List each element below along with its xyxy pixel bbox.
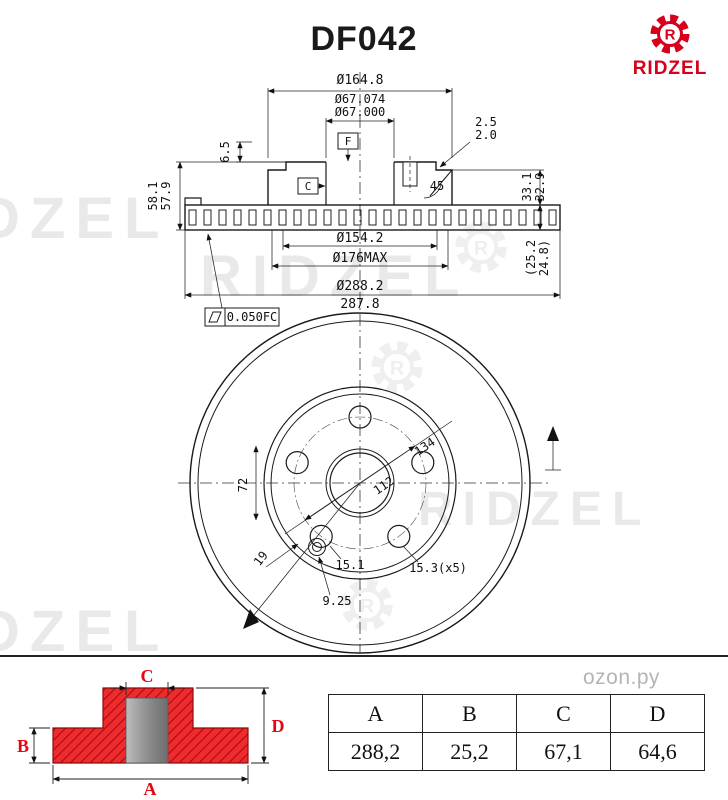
- ozon-watermark: ozon.ру: [583, 666, 660, 689]
- section-braking-band: [184, 204, 561, 231]
- dim-134: 134: [412, 435, 438, 459]
- dim-height-max: 58.1: [146, 182, 160, 211]
- dim-72: 72: [236, 478, 250, 492]
- dim-bolt-hole-15-3: 15.3(x5): [409, 561, 467, 575]
- schematic-dim-lines: [29, 682, 269, 784]
- section-dim-lines: [176, 88, 561, 309]
- logo-letter: R: [665, 27, 676, 44]
- dim-height-min: 57.9: [159, 182, 173, 211]
- section-view: [184, 156, 561, 231]
- spec-col-a-header: A: [328, 694, 423, 733]
- spec-value-b: 25,2: [422, 732, 517, 771]
- dim-outer-dia-min: 287.8: [340, 297, 379, 312]
- flatness-symbol-icon: [208, 311, 222, 323]
- dim-pin-hole-9-25: 9.25: [323, 594, 352, 608]
- spec-value-a: 288,2: [328, 732, 423, 771]
- flatness-tolerance: 0.050FC: [227, 310, 278, 324]
- part-number-title: DF042: [310, 20, 418, 58]
- dim-pad-step-min: 2.0: [475, 128, 497, 142]
- schematic-label-d: D: [272, 716, 285, 736]
- flatness-frame: [204, 307, 280, 327]
- rotation-arrow: [243, 609, 259, 629]
- spec-table: A B C D 288,2 25,2 67,1 64,6: [328, 694, 705, 771]
- dim-chamfer-angle: 45: [430, 179, 444, 193]
- schematic-label-a: A: [144, 779, 157, 796]
- spec-value-c: 67,1: [516, 732, 611, 771]
- spec-col-d-header: D: [610, 694, 705, 733]
- dim-flange-thickness: 6.5: [218, 141, 232, 163]
- dim-bore-min: Ø67.000: [335, 105, 386, 119]
- direction-arrow-up: [547, 426, 559, 441]
- dim-thickness-min: 24.8): [537, 240, 551, 276]
- disc-outer-circle: [189, 312, 531, 654]
- dim-hat-depth-max: 33.1: [520, 173, 534, 202]
- chamfer-angle-arc: [423, 184, 442, 199]
- bolt-hole: [285, 451, 309, 475]
- dim-hat-outer-dia: Ø164.8: [337, 73, 384, 88]
- spec-value-d: 64,6: [610, 732, 705, 771]
- datum-f-label: F: [345, 135, 352, 148]
- dim-outer-dia-max: Ø288.2: [337, 279, 384, 294]
- brand-logo: R RIDZEL: [620, 12, 720, 80]
- section-chamfer-line: [429, 169, 453, 197]
- schematic-label-c: C: [141, 668, 154, 686]
- hub-circle: [263, 386, 457, 580]
- bolt-hole: [348, 405, 372, 429]
- front-dim-lines: [249, 420, 561, 621]
- spec-col-b-header: B: [422, 694, 517, 733]
- bolt-hole: [387, 524, 411, 548]
- schematic-hub-cylinder: [125, 697, 169, 764]
- datum-frames: [204, 132, 359, 327]
- spec-table-header-row: A B C D: [328, 694, 705, 733]
- section-rim-lip: [184, 197, 202, 205]
- brand-gear-icon: R: [650, 14, 690, 54]
- dim-bore-max: Ø67.074: [335, 92, 386, 106]
- schematic-label-b: B: [17, 736, 29, 756]
- dim-pad-step-max: 2.5: [475, 115, 497, 129]
- hat-profile-schematic: C A B D: [17, 668, 285, 796]
- dim-15-1: 15.1: [336, 558, 365, 572]
- spec-col-c-header: C: [516, 694, 611, 733]
- section-hat-profile: [267, 161, 453, 205]
- section-divider: [0, 655, 728, 657]
- brand-name-text: RIDZEL: [632, 58, 708, 79]
- spec-table-value-row: 288,2 25,2 67,1 64,6: [328, 732, 705, 771]
- dim-hat-depth-min: 32.9: [533, 173, 547, 202]
- dim-hub-max-dia: Ø176MAX: [333, 251, 388, 266]
- datum-c-label: C: [305, 180, 312, 193]
- dim-thickness-max: (25.2: [524, 240, 538, 276]
- technical-drawing: Ø164.8 Ø67.074 Ø67.000 2.5 2.0 6.5 F C 4…: [146, 72, 561, 654]
- bolt-circle: [293, 416, 427, 550]
- dim-vent-inner-dia: Ø154.2: [337, 231, 384, 246]
- dim-bolt-circle-112: 112: [371, 474, 397, 498]
